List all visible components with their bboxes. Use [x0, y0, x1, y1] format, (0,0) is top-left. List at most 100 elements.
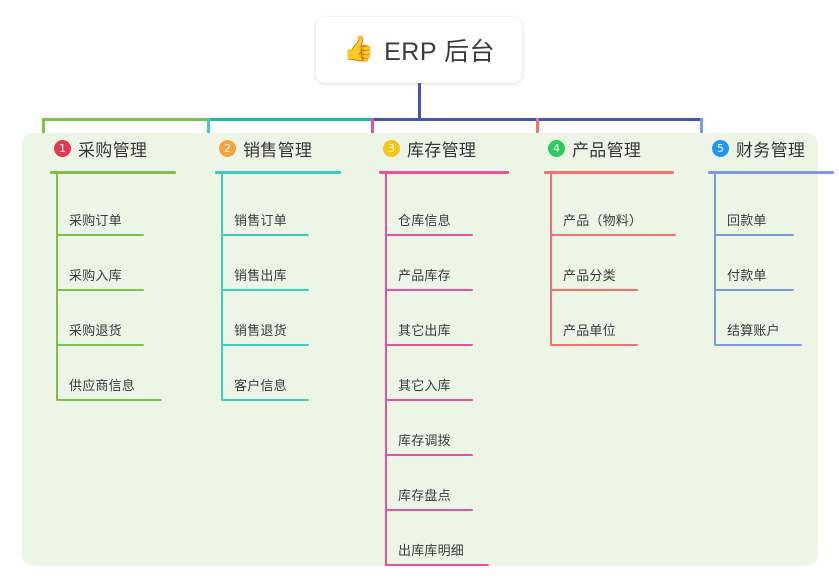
- leaf-item[interactable]: 结算账户: [714, 291, 802, 346]
- branch-header-财务管理[interactable]: 5 财务管理: [696, 133, 839, 163]
- root-stem-connector: [418, 83, 421, 121]
- leaf-item-underline: [385, 234, 473, 236]
- branch-drop-connector-1: [42, 118, 45, 142]
- branch-header-采购管理[interactable]: 1 采购管理: [38, 133, 190, 163]
- leaf-item[interactable]: 回款单: [714, 181, 794, 236]
- leaf-item-underline: [221, 399, 309, 401]
- leaf-item[interactable]: 产品单位: [550, 291, 638, 346]
- leaf-item-label: 其它出库: [398, 323, 451, 338]
- branch-number-badge: 1: [54, 139, 71, 157]
- leaf-item[interactable]: 其它入库: [385, 346, 473, 401]
- leaf-item-label: 产品（物料）: [563, 213, 643, 228]
- leaf-item[interactable]: 产品分类: [550, 236, 638, 291]
- leaf-item-underline: [56, 399, 162, 401]
- root-node-card[interactable]: 👍 ERP 后台: [316, 17, 522, 83]
- leaf-item[interactable]: 销售订单: [221, 181, 309, 236]
- leaf-item-underline: [385, 564, 489, 566]
- leaf-item-underline: [56, 234, 144, 236]
- branch-spine: [221, 174, 223, 400]
- leaf-item-label: 采购退货: [69, 323, 122, 338]
- trunk-segment-1: [42, 118, 207, 121]
- leaf-item-underline: [56, 344, 144, 346]
- leaf-item[interactable]: 其它出库: [385, 291, 473, 346]
- leaf-item[interactable]: 销售退货: [221, 291, 309, 346]
- branch-header-销售管理[interactable]: 2 销售管理: [203, 133, 355, 163]
- branch-spine: [714, 174, 716, 345]
- leaf-item-label: 销售出库: [234, 268, 287, 283]
- page-title: ERP 后台: [384, 38, 496, 66]
- branch-title: 销售管理: [243, 140, 313, 160]
- branch-column-采购管理: 1 采购管理采购订单采购入库采购退货供应商信息: [38, 133, 190, 401]
- leaf-item-label: 出库库明细: [398, 543, 465, 558]
- leaf-item-underline: [56, 289, 144, 291]
- leaf-item[interactable]: 采购退货: [56, 291, 144, 346]
- leaf-item-underline: [385, 399, 473, 401]
- leaf-item[interactable]: 产品库存: [385, 236, 473, 291]
- leaf-item[interactable]: 供应商信息: [56, 346, 162, 401]
- leaf-item-underline: [714, 289, 794, 291]
- leaf-item-underline: [385, 509, 473, 511]
- leaf-item[interactable]: 客户信息: [221, 346, 309, 401]
- leaf-item-label: 产品单位: [563, 323, 616, 338]
- leaf-item-underline: [385, 344, 473, 346]
- branch-header-库存管理[interactable]: 3 库存管理: [367, 133, 527, 163]
- leaf-item-label: 库存盘点: [398, 488, 451, 503]
- leaf-item-underline: [385, 289, 473, 291]
- leaf-item-label: 库存调拨: [398, 433, 451, 448]
- leaf-item-label: 采购订单: [69, 213, 122, 228]
- leaf-item[interactable]: 采购入库: [56, 236, 144, 291]
- branch-underline: [708, 171, 834, 174]
- branch-number-badge: 5: [712, 139, 729, 157]
- leaf-item-label: 回款单: [727, 213, 767, 228]
- leaf-item[interactable]: 采购订单: [56, 181, 144, 236]
- leaf-item-label: 其它入库: [398, 378, 451, 393]
- branch-column-销售管理: 2 销售管理销售订单销售出库销售退货客户信息: [203, 133, 355, 401]
- branch-title: 采购管理: [78, 140, 148, 160]
- leaf-item[interactable]: 库存调拨: [385, 401, 473, 456]
- leaf-item[interactable]: 销售出库: [221, 236, 309, 291]
- branch-number-badge: 2: [219, 139, 236, 157]
- leaf-item-underline: [550, 234, 676, 236]
- branch-drop-connector-4: [536, 118, 539, 142]
- leaf-item-label: 供应商信息: [69, 378, 136, 393]
- branch-column-财务管理: 5 财务管理回款单付款单结算账户: [696, 133, 839, 346]
- branch-spine: [385, 174, 387, 565]
- leaf-item[interactable]: 付款单: [714, 236, 794, 291]
- branch-drop-connector-3: [371, 118, 374, 142]
- branch-underline: [50, 171, 176, 174]
- branch-drop-connector-5: [700, 118, 703, 142]
- branch-number-badge: 3: [383, 139, 400, 157]
- trunk-segment-2: [207, 118, 371, 121]
- branch-title: 财务管理: [736, 140, 806, 160]
- leaf-item-underline: [221, 234, 309, 236]
- leaf-item-underline: [221, 289, 309, 291]
- mindmap-panel: 1 采购管理采购订单采购入库采购退货供应商信息 2 销售管理销售订单销售出库销售退货客…: [22, 133, 834, 566]
- leaf-item-label: 销售退货: [234, 323, 287, 338]
- branch-title: 库存管理: [407, 140, 477, 160]
- leaf-item-underline: [714, 234, 794, 236]
- leaf-item-underline: [221, 344, 309, 346]
- leaf-item-underline: [385, 454, 473, 456]
- branch-drop-connector-2: [207, 118, 210, 142]
- leaf-item-underline: [550, 344, 638, 346]
- leaf-item-label: 付款单: [727, 268, 767, 283]
- leaf-item-label: 仓库信息: [398, 213, 451, 228]
- leaf-item[interactable]: 产品（物料）: [550, 181, 676, 236]
- leaf-item-underline: [550, 289, 638, 291]
- leaf-item[interactable]: 出库库明细: [385, 511, 489, 566]
- leaf-item-label: 采购入库: [69, 268, 122, 283]
- branch-spine: [56, 174, 58, 400]
- branch-underline: [544, 171, 674, 174]
- leaf-item[interactable]: 库存盘点: [385, 456, 473, 511]
- leaf-item-label: 销售订单: [234, 213, 287, 228]
- leaf-item-label: 客户信息: [234, 378, 287, 393]
- leaf-item[interactable]: 仓库信息: [385, 181, 473, 236]
- branch-spine: [550, 174, 552, 345]
- branch-number-badge: 4: [548, 139, 565, 157]
- branch-underline: [379, 171, 509, 174]
- thumbs-up-icon: 👍: [342, 34, 375, 63]
- leaf-item-label: 产品库存: [398, 268, 451, 283]
- branch-underline: [215, 171, 341, 174]
